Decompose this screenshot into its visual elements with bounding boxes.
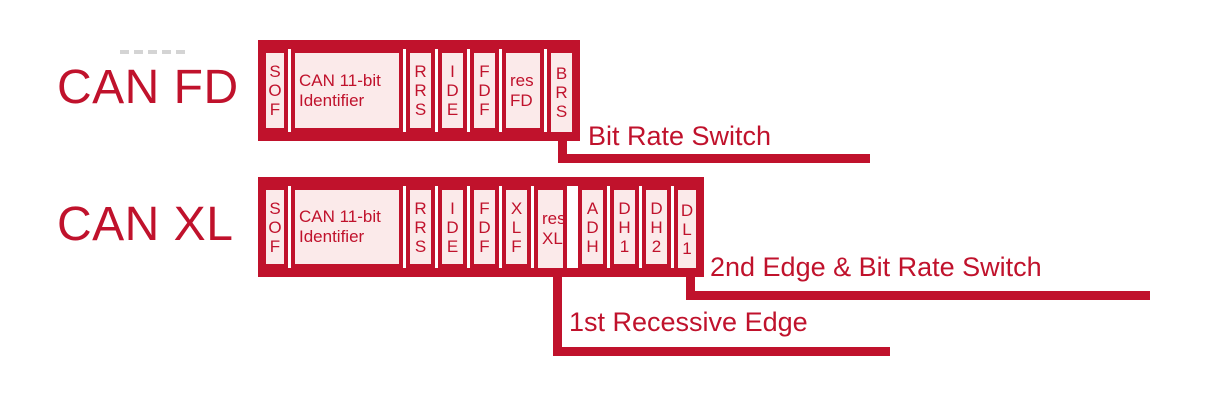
xl-field-res-xl: res XL: [534, 186, 567, 272]
xl-field-fdf: F D F: [470, 186, 499, 268]
fd-field-ide: I D E: [438, 49, 467, 132]
cropped-text-artifact: [120, 50, 190, 54]
fd-field-fdf: F D F: [470, 49, 499, 132]
xl-field-xlf: X L F: [502, 186, 531, 268]
can-fd-frame: S O F CAN 11-bit Identifier R R S I D E …: [258, 40, 580, 141]
xl-field-rrs: R R S: [406, 186, 435, 268]
first-recessive-edge-pointer-horizontal-line: [553, 347, 890, 356]
xl-field-dl1: D L 1: [674, 186, 700, 272]
xl-field-ide: I D E: [438, 186, 467, 268]
xl-field-sof: S O F: [262, 186, 288, 268]
second-edge-pointer-vertical-line: [686, 277, 695, 300]
can-xl-label: CAN XL: [57, 198, 234, 251]
xl-field-dh1: D H 1: [610, 186, 639, 268]
second-edge-annotation: 2nd Edge & Bit Rate Switch: [710, 252, 1042, 282]
fd-field-res-fd: res FD: [502, 49, 544, 132]
first-recessive-edge-annotation: 1st Recessive Edge: [569, 307, 808, 337]
can-xl-frame: S O F CAN 11-bit Identifier R R S I D E …: [258, 177, 704, 277]
fd-field-rrs: R R S: [406, 49, 435, 132]
brs-pointer-horizontal-line: [558, 154, 870, 163]
first-recessive-edge-pointer-vertical-line: [553, 277, 562, 356]
bit-rate-switch-annotation: Bit Rate Switch: [588, 121, 772, 151]
fd-field-identifier: CAN 11-bit Identifier: [291, 49, 403, 132]
xl-field-identifier: CAN 11-bit Identifier: [291, 186, 403, 268]
xl-field-adh: A D H: [578, 186, 607, 268]
fd-field-sof: S O F: [262, 49, 288, 132]
fd-field-brs: B R S: [547, 49, 576, 136]
second-edge-pointer-horizontal-line: [686, 291, 1150, 300]
can-fd-label: CAN FD: [57, 61, 239, 114]
xl-field-dh2: D H 2: [642, 186, 671, 268]
brs-pointer-vertical-line: [558, 139, 567, 163]
